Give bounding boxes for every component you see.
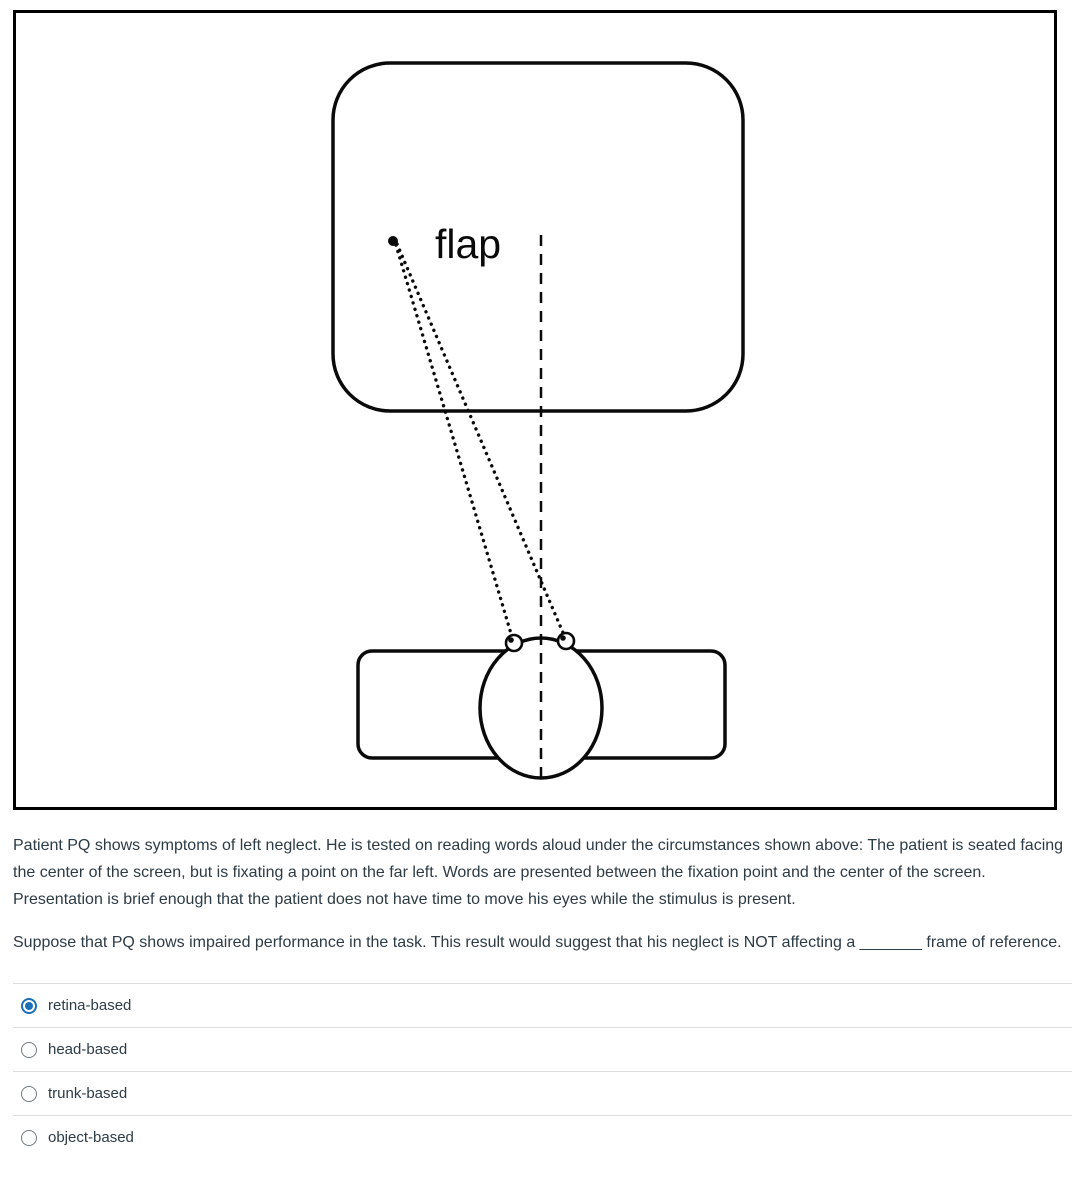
gaze-line-right-eye: [395, 242, 566, 637]
question-paragraph-prompt: Suppose that PQ shows impaired performan…: [13, 934, 1062, 951]
option-label: object-based: [48, 1129, 134, 1146]
option-head-based[interactable]: head-based: [13, 1027, 1072, 1071]
option-label: trunk-based: [48, 1085, 128, 1102]
stimulus-word: flap: [435, 221, 501, 267]
option-label: retina-based: [48, 997, 132, 1014]
option-trunk-based[interactable]: trunk-based: [13, 1071, 1072, 1115]
radio-button-retina-based[interactable]: [21, 997, 37, 1014]
left-eye-icon: [504, 633, 524, 653]
radio-button-object-based[interactable]: [21, 1129, 37, 1146]
experiment-diagram: flap: [331, 61, 745, 780]
left-eye-pupil: [508, 637, 514, 643]
right-eye-pupil: [560, 635, 566, 641]
question-text-block: Patient PQ shows symptoms of left neglec…: [13, 832, 1065, 956]
gaze-line-left-eye: [394, 243, 514, 639]
question-paragraph-setup: Patient PQ shows symptoms of left neglec…: [13, 837, 1064, 908]
option-retina-based[interactable]: retina-based: [13, 983, 1072, 1027]
right-eye-icon: [556, 631, 576, 651]
diagram-panel: flap: [13, 10, 1057, 810]
option-object-based[interactable]: object-based: [13, 1115, 1072, 1159]
radio-button-head-based[interactable]: [21, 1041, 37, 1058]
screen-outline: [331, 61, 745, 413]
radio-button-trunk-based[interactable]: [21, 1085, 37, 1102]
option-label: head-based: [48, 1041, 128, 1058]
answer-options-list: retina-based head-based trunk-based obje…: [13, 983, 1072, 1159]
